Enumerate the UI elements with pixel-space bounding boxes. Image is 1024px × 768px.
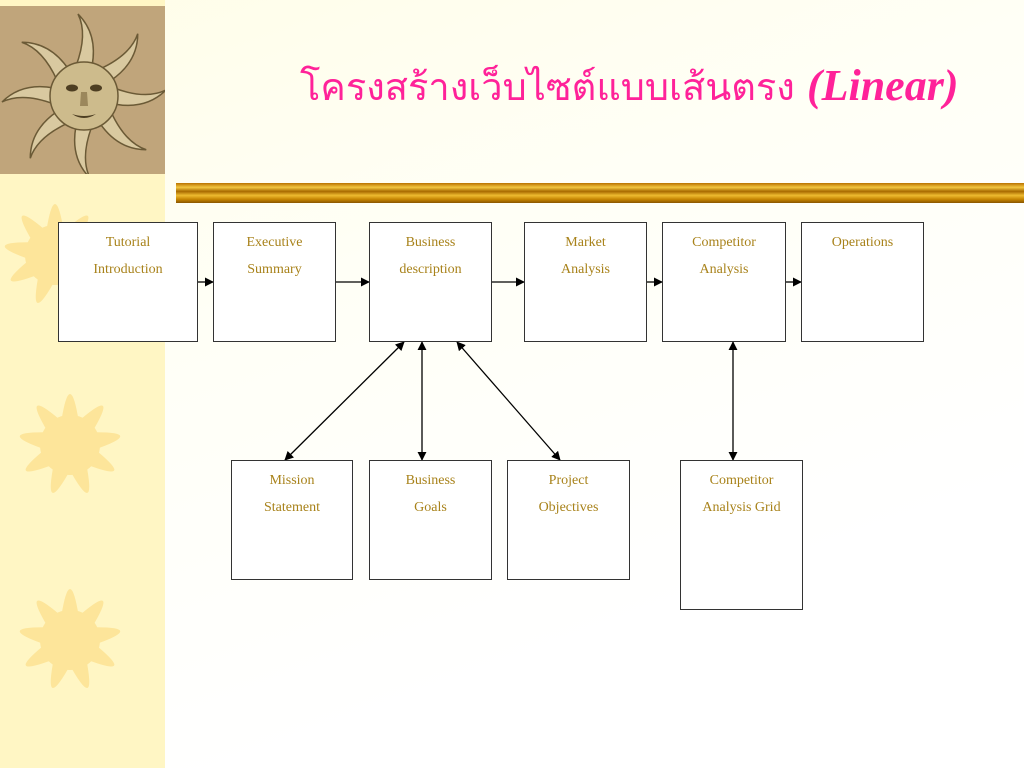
arrow-business-mission xyxy=(284,341,405,461)
node-label-line1: Tutorial xyxy=(105,235,151,250)
node-label-line1: Competitor xyxy=(709,473,774,488)
sun-face-icon xyxy=(1,13,167,179)
sun-icon xyxy=(19,589,121,688)
node-business-description: Business description xyxy=(369,222,492,342)
gold-divider-bar xyxy=(176,183,1024,203)
arrow-business-objectives xyxy=(456,341,561,461)
node-label-line1: Business xyxy=(405,235,456,250)
node-operations: Operations xyxy=(801,222,924,342)
node-market-analysis: Market Analysis xyxy=(524,222,647,342)
node-business-goals: Business Goals xyxy=(369,460,492,580)
node-tutorial-introduction: Tutorial Introduction xyxy=(58,222,198,342)
logo-tile xyxy=(0,6,167,179)
node-mission-statement: Mission Statement xyxy=(231,460,353,580)
node-label-line2: Analysis xyxy=(699,262,749,277)
node-label-line1: Operations xyxy=(831,235,894,250)
node-label-line2: Analysis Grid xyxy=(702,500,781,515)
node-competitor-analysis: Competitor Analysis xyxy=(662,222,786,342)
node-label-line2: Introduction xyxy=(93,262,163,277)
slide-title: โครงสร้างเว็บไซต์แบบเส้นตรง (Linear) xyxy=(300,61,1000,110)
node-label-line1: Competitor xyxy=(692,235,756,250)
node-project-objectives: Project Objectives xyxy=(507,460,630,580)
node-label-line2: Analysis xyxy=(561,262,610,277)
node-competitor-analysis-grid: Competitor Analysis Grid xyxy=(680,460,803,610)
node-label-line2: Goals xyxy=(414,500,447,515)
title-thai: โครงสร้างเว็บไซต์แบบเส้นตรง xyxy=(300,65,795,109)
title-latin: (Linear) xyxy=(806,61,959,110)
node-label-line2: Objectives xyxy=(538,500,599,515)
node-label-line2: description xyxy=(399,262,462,277)
sun-icon xyxy=(19,394,121,493)
node-label-line1: Market xyxy=(565,235,606,250)
node-label-line1: Executive xyxy=(246,235,303,250)
node-label-line1: Mission xyxy=(269,473,315,488)
node-executive-summary: Executive Summary xyxy=(213,222,336,342)
node-label-line2: Statement xyxy=(264,500,320,515)
node-label-line1: Project xyxy=(548,473,589,488)
node-label-line2: Summary xyxy=(247,262,302,277)
node-label-line1: Business xyxy=(405,473,456,488)
